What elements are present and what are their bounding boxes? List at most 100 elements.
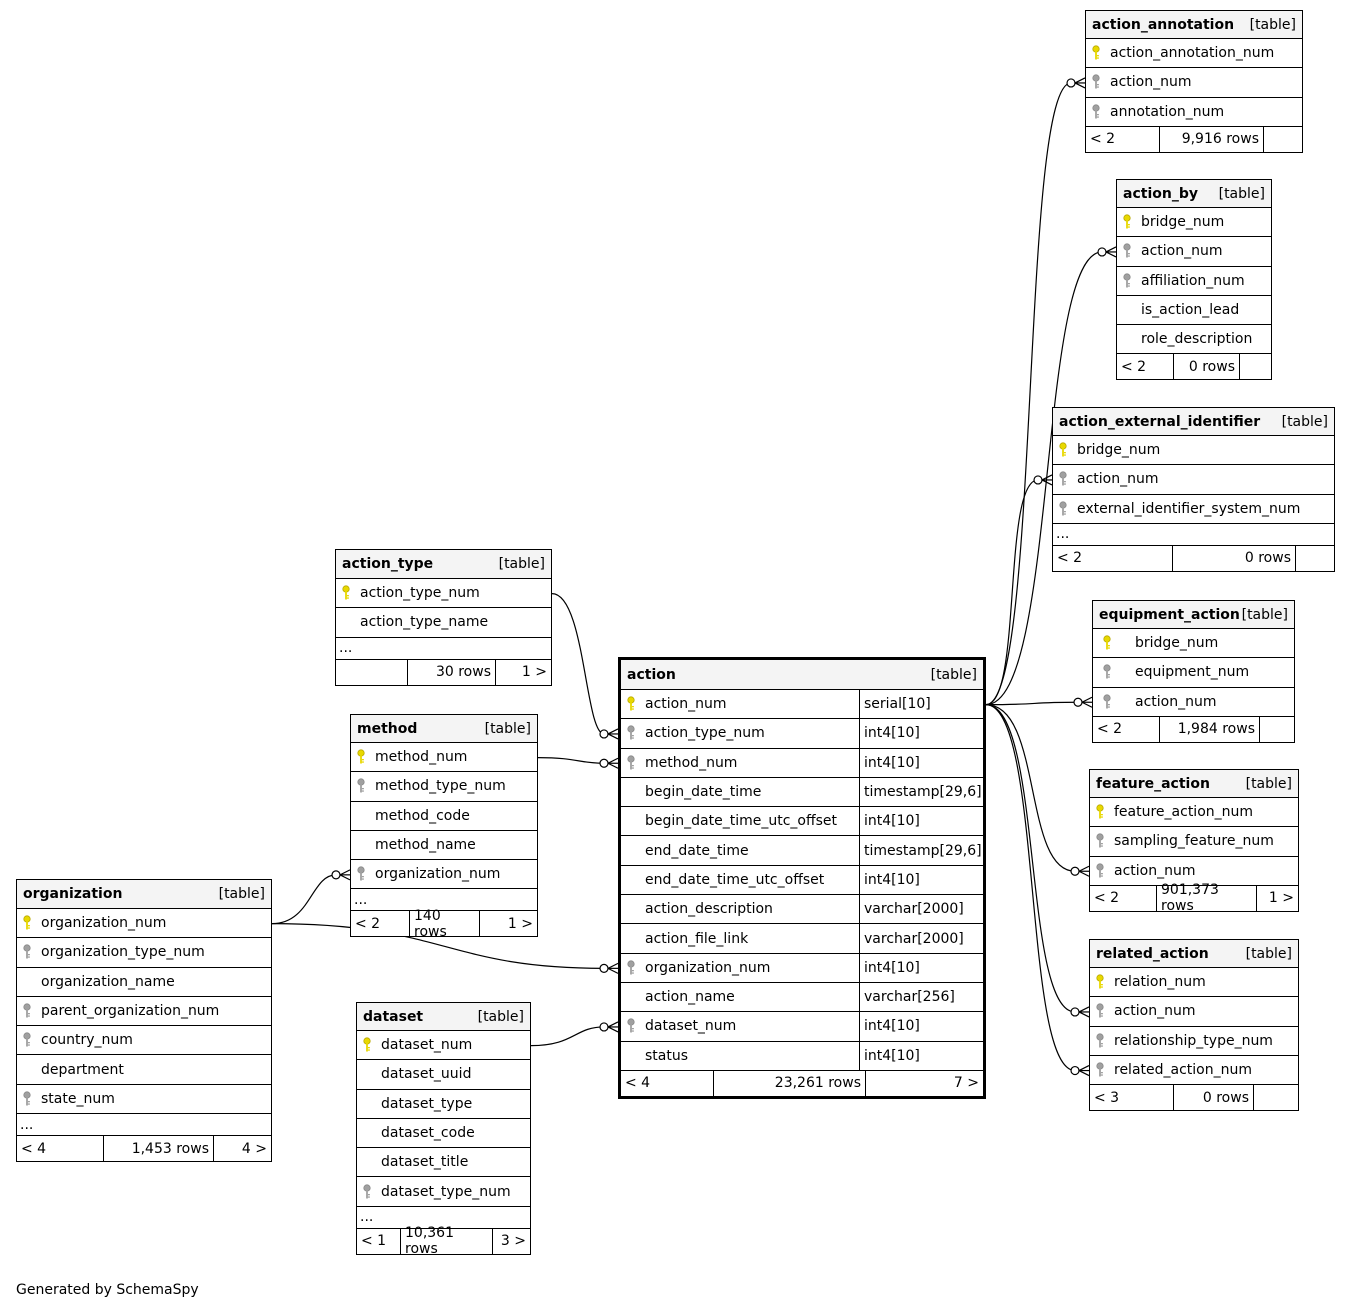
- parent-count[interactable]: < 2: [351, 911, 410, 937]
- table-header[interactable]: related_action[table]: [1090, 940, 1298, 968]
- table-header[interactable]: dataset[table]: [357, 1003, 530, 1031]
- parent-count[interactable]: < 4: [621, 1070, 714, 1096]
- column-row[interactable]: dataset_title: [357, 1148, 530, 1178]
- column-row[interactable]: action_num: [1053, 465, 1334, 495]
- table-header[interactable]: feature_action[table]: [1090, 770, 1298, 798]
- column-name: action_num: [1114, 1003, 1196, 1020]
- column-row[interactable]: annotation_num: [1086, 98, 1302, 127]
- column-row[interactable]: parent_organization_num: [17, 997, 271, 1027]
- child-count[interactable]: [1296, 546, 1334, 571]
- table-header[interactable]: action[table]: [621, 660, 983, 690]
- column-row[interactable]: sampling_feature_num: [1090, 827, 1298, 857]
- column-row[interactable]: equipment_num: [1093, 658, 1294, 688]
- column-row[interactable]: organization_type_num: [17, 938, 271, 968]
- parent-count[interactable]: < 2: [1117, 354, 1174, 380]
- parent-count[interactable]: [336, 659, 408, 685]
- column-row[interactable]: state_num: [17, 1085, 271, 1115]
- child-count[interactable]: 3 >: [500, 1233, 526, 1250]
- column-row[interactable]: affiliation_num: [1117, 267, 1271, 296]
- column-row[interactable]: action_num: [1090, 857, 1298, 886]
- column-row[interactable]: action_num: [1117, 237, 1271, 267]
- table-header[interactable]: action_type[table]: [336, 550, 551, 579]
- child-count[interactable]: 7 >: [953, 1075, 979, 1092]
- column-row[interactable]: country_num: [17, 1026, 271, 1056]
- table-header[interactable]: action_annotation[table]: [1086, 11, 1302, 39]
- column-row[interactable]: relation_num: [1090, 968, 1298, 998]
- column-row[interactable]: is_action_lead: [1117, 296, 1271, 326]
- parent-count[interactable]: < 1: [357, 1228, 401, 1254]
- column-row[interactable]: dataset_code: [357, 1119, 530, 1149]
- parent-count[interactable]: < 2: [1093, 716, 1160, 742]
- table-header[interactable]: action_by[table]: [1117, 180, 1271, 208]
- column-row[interactable]: method_name: [351, 831, 537, 861]
- table-related-action[interactable]: related_action[table]relation_num action_…: [1089, 939, 1299, 1112]
- table-header[interactable]: method[table]: [351, 715, 537, 743]
- column-row[interactable]: action_type_name: [336, 608, 551, 638]
- column-row[interactable]: action_type_num: [336, 579, 551, 609]
- table-action-external-identifier[interactable]: action_external_identifier[table]bridge_…: [1052, 407, 1335, 572]
- column-row[interactable]: organization_num: [351, 860, 537, 890]
- column-row[interactable]: dataset_type_num: [357, 1177, 530, 1207]
- parent-count[interactable]: < 2: [1090, 885, 1157, 911]
- child-count[interactable]: 1 >: [1268, 890, 1294, 907]
- child-count[interactable]: 4 >: [241, 1140, 267, 1157]
- column-row[interactable]: bridge_num: [1053, 436, 1334, 466]
- parent-count[interactable]: < 3: [1090, 1085, 1174, 1111]
- column-row[interactable]: bridge_num: [1117, 208, 1271, 238]
- column-row[interactable]: method_type_num: [351, 772, 537, 802]
- column-row[interactable]: method_num: [351, 743, 537, 773]
- child-count[interactable]: [1260, 717, 1294, 742]
- table-action-annotation[interactable]: action_annotation[table]action_annotatio…: [1085, 10, 1303, 153]
- child-count[interactable]: 1 >: [521, 664, 547, 681]
- parent-count[interactable]: < 4: [17, 1136, 104, 1162]
- column-row[interactable]: feature_action_num: [1090, 798, 1298, 828]
- column-row[interactable]: action_annotation_num: [1086, 39, 1302, 69]
- column-row[interactable]: organization_name: [17, 968, 271, 997]
- column-row[interactable]: role_description: [1117, 325, 1271, 355]
- child-count[interactable]: 1 >: [507, 915, 533, 932]
- table-header[interactable]: action_external_identifier[table]: [1053, 408, 1334, 436]
- column-row[interactable]: dataset_num: [357, 1031, 530, 1061]
- column-row[interactable]: external_identifier_system_num: [1053, 495, 1334, 524]
- column-row[interactable]: dataset_type: [357, 1090, 530, 1119]
- table-name: organization: [23, 886, 123, 902]
- column-row[interactable]: organization_num: [17, 909, 271, 939]
- child-count[interactable]: [1264, 127, 1302, 152]
- column-row[interactable]: related_action_num: [1090, 1056, 1298, 1086]
- parent-count[interactable]: < 2: [1053, 545, 1173, 571]
- column-row[interactable]: action_num: [1093, 688, 1294, 717]
- column-row[interactable]: action_num: [1090, 997, 1298, 1027]
- column-row[interactable]: relationship_type_num: [1090, 1027, 1298, 1056]
- table-header[interactable]: equipment_action[table]: [1093, 601, 1294, 629]
- child-count[interactable]: [1254, 1085, 1298, 1110]
- column-row[interactable]: dataset_uuid: [357, 1060, 530, 1090]
- child-count[interactable]: [1240, 354, 1271, 379]
- parent-count[interactable]: < 2: [1086, 126, 1160, 152]
- column-row[interactable]: bridge_num: [1093, 629, 1294, 659]
- table-header[interactable]: organization[table]: [17, 880, 271, 909]
- column-row[interactable]: department: [17, 1055, 271, 1085]
- column-row[interactable]: method_code: [351, 802, 537, 831]
- column-row[interactable]: action_num: [1086, 68, 1302, 98]
